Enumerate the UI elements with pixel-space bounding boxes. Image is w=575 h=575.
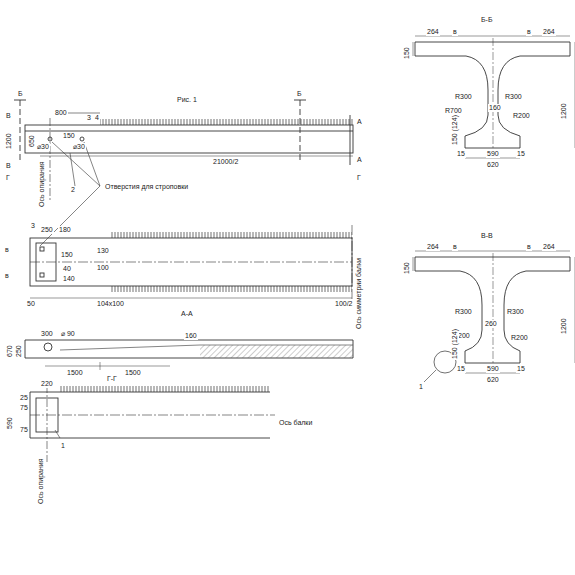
dimension-label: 130 — [96, 247, 110, 255]
dimension-label: 15 — [516, 150, 526, 158]
dimension-label: 160 — [488, 104, 502, 112]
dimension-label: Г — [5, 174, 11, 182]
dimension-label: 620 — [486, 376, 500, 384]
dimension-label: В — [5, 112, 12, 120]
dimension-label: в — [452, 28, 458, 36]
dimension-label: 180 — [58, 226, 72, 234]
dimension-label: 264 — [542, 28, 556, 36]
dimension-label: 15 — [456, 150, 466, 158]
dimension-label: в — [4, 246, 10, 254]
dimension-label: Б-Б — [480, 16, 494, 24]
dimension-label: 250 — [15, 344, 23, 358]
dimension-label: 15 — [516, 365, 526, 373]
dimension-label: 1200 — [5, 132, 13, 150]
dimension-label: 1200 — [560, 317, 568, 335]
dimension-label: 300 — [40, 330, 54, 338]
dimension-label: R200 — [512, 112, 531, 120]
dimension-label: 4 — [94, 114, 100, 122]
dimension-label: в — [452, 243, 458, 251]
dimension-label: 150 (124) — [451, 328, 459, 360]
dimension-label: 2 — [70, 186, 76, 194]
dimension-label: 150 — [62, 132, 76, 140]
dimension-label: Ось балки — [278, 419, 313, 427]
dimension-label: в — [4, 272, 10, 280]
dimension-label: 1500 — [66, 369, 84, 377]
dimension-label: R300 — [504, 93, 523, 101]
dimension-label: 104х100 — [96, 300, 125, 308]
dimension-label: в — [526, 243, 532, 251]
dimension-label: 264 — [426, 243, 440, 251]
dimension-label: Ось опирания — [37, 458, 45, 505]
dimension-label: 260 — [484, 320, 498, 328]
dimension-label: ⌀30 — [36, 143, 50, 151]
dimension-label: 40 — [62, 265, 72, 273]
dimension-label: ⌀30 — [72, 143, 86, 151]
dimension-label: 1 — [418, 383, 424, 391]
dimension-label: 140 — [62, 275, 76, 283]
dimension-label: 590 — [486, 150, 500, 158]
dimension-label: R300 — [506, 308, 525, 316]
dimension-label: 3 — [30, 222, 36, 230]
dimension-label: В-В — [480, 232, 494, 240]
dimension-label: 670 — [6, 344, 14, 358]
dimension-label: R200 — [510, 334, 529, 342]
dimension-label: А — [356, 156, 363, 164]
dimension-label: 75 — [19, 404, 29, 412]
dimension-label: 100/2 — [334, 300, 354, 308]
dimension-label: А-А — [180, 310, 194, 318]
dimension-label: 160 — [184, 332, 198, 340]
dimension-label: 590 — [486, 365, 500, 373]
dimension-label: 1500 — [124, 369, 142, 377]
dimension-label: 150 — [60, 251, 74, 259]
dimension-label: Б — [17, 90, 24, 98]
dimension-label: 800 — [54, 109, 68, 117]
dimension-label: В — [5, 162, 12, 170]
dimension-label: 15 — [456, 365, 466, 373]
dimension-label: Ось опирания — [38, 161, 46, 208]
dimension-label: в — [526, 28, 532, 36]
dimension-label: ⌀ 90 — [60, 330, 76, 338]
dimension-label: 100 — [96, 264, 110, 272]
dimension-label: 650 — [28, 134, 36, 148]
dimension-label: 250 — [40, 226, 54, 234]
dimension-label: 264 — [426, 28, 440, 36]
dimension-label: Б — [296, 90, 303, 98]
dimension-label: Ось симметрии балки — [355, 257, 363, 330]
dimension-label: 75 — [19, 426, 29, 434]
dimension-label: 620 — [486, 161, 500, 169]
dimension-label: 50 — [26, 300, 36, 308]
dimension-label: 25 — [19, 394, 29, 402]
dimension-label: 1200 — [560, 102, 568, 120]
dimension-label: 150 — [403, 261, 411, 275]
dimension-label: 3 — [86, 114, 92, 122]
dimension-label: 590 — [6, 416, 14, 430]
dimension-label: Рис. 1 — [176, 96, 198, 104]
dimension-label: 21000/2 — [212, 158, 239, 166]
dimension-label: 264 — [542, 243, 556, 251]
dimension-label: Г-Г — [106, 375, 118, 383]
dimension-label: 150 — [403, 46, 411, 60]
dimension-label: R300 — [454, 308, 473, 316]
dimension-label: R300 — [454, 93, 473, 101]
dimension-label: Отверстия для строповки — [104, 183, 189, 191]
dimension-label: Г — [356, 174, 362, 182]
dimension-label: 1 — [60, 442, 66, 450]
dimension-label: 150 (124) — [451, 114, 459, 146]
dimension-label: 220 — [40, 380, 54, 388]
dimension-label: А — [356, 118, 363, 126]
